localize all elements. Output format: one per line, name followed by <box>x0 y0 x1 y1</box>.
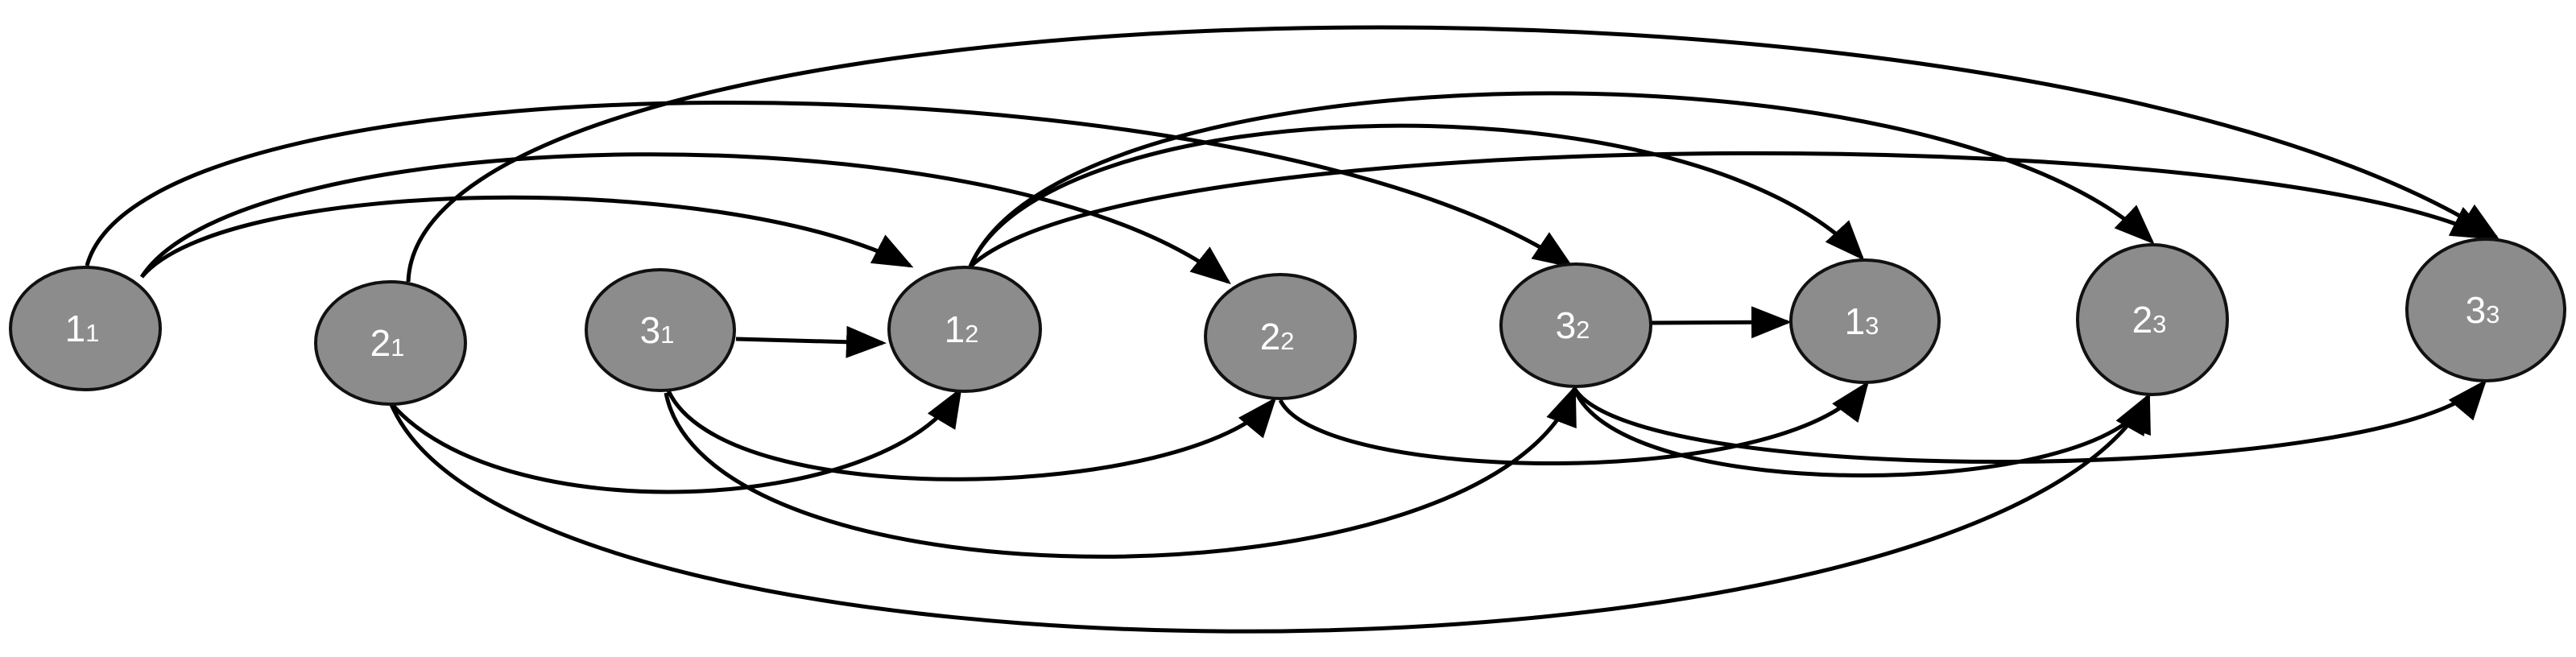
node-label: 33 <box>2466 289 2500 331</box>
edge-n32-n13 <box>1651 306 1792 339</box>
edge-n21-n33 <box>406 25 2500 283</box>
node-label-sub: 2 <box>965 320 978 348</box>
node-label: 22 <box>1260 316 1295 357</box>
node-1-2: 12 <box>887 266 1042 393</box>
node-label-sub: 2 <box>1280 327 1294 355</box>
node-label-sub: 3 <box>2152 310 2166 338</box>
edge-n12-n13 <box>968 123 1865 267</box>
edge-n31-n22 <box>666 389 1277 481</box>
node-2-3: 23 <box>2076 243 2229 396</box>
node-label-main: 1 <box>945 308 965 350</box>
node-label: 12 <box>945 308 979 350</box>
node-circle <box>2076 243 2229 396</box>
node-circle <box>1789 258 1941 384</box>
edge-n22-n13 <box>1278 380 1869 465</box>
node-label: 31 <box>640 309 675 351</box>
node-3-2: 32 <box>1499 262 1652 388</box>
node-label: 13 <box>1845 300 1879 342</box>
edge-n11-n12 <box>140 195 914 279</box>
node-circle <box>887 266 1042 393</box>
node-label-sub: 1 <box>660 320 674 349</box>
edges <box>85 25 2500 634</box>
node-label-main: 2 <box>2132 299 2153 341</box>
node-label-main: 3 <box>640 309 661 351</box>
node-circle <box>9 266 162 391</box>
node-2-2: 22 <box>1204 273 1357 400</box>
edge-n21-n23 <box>388 393 2150 634</box>
node-label-sub: 3 <box>1865 312 1879 340</box>
edge-n31-n32 <box>664 385 1577 559</box>
node-label-main: 3 <box>1556 304 1577 346</box>
node-2-1: 21 <box>314 280 467 406</box>
edge-n31-n12 <box>735 325 887 358</box>
node-label-sub: 1 <box>85 319 99 347</box>
node-label: 32 <box>1556 304 1590 346</box>
node-label-main: 2 <box>1260 316 1281 357</box>
node-circle <box>2405 238 2566 382</box>
node-label-sub: 1 <box>391 333 404 362</box>
node-label-sub: 2 <box>1576 316 1590 344</box>
node-label-sub: 3 <box>2486 300 2500 328</box>
node-3-1: 31 <box>585 268 736 392</box>
edge-n12-n33 <box>969 151 2492 268</box>
node-label-main: 3 <box>2466 289 2487 331</box>
edge-n21-n12 <box>389 386 962 494</box>
node-3-3: 33 <box>2405 238 2566 382</box>
node-1-3: 13 <box>1789 258 1941 384</box>
node-circle <box>1499 262 1652 388</box>
node-circle <box>314 280 467 406</box>
node-label-main: 1 <box>1845 300 1866 342</box>
edge-n11-n22 <box>139 152 1231 285</box>
node-1-1: 11 <box>9 266 162 391</box>
node-label: 23 <box>2132 299 2167 341</box>
node-circle <box>585 268 736 392</box>
node-label: 21 <box>370 322 405 364</box>
node-circle <box>1204 273 1357 400</box>
edge-n32-n23 <box>1572 387 2151 477</box>
edge-n11-n32 <box>85 101 1574 268</box>
node-label: 11 <box>65 308 100 349</box>
edge-n32-n33 <box>1572 379 2487 464</box>
node-label-main: 2 <box>370 322 391 364</box>
node-label-main: 1 <box>65 308 86 349</box>
edge-n12-n23 <box>968 91 2155 267</box>
